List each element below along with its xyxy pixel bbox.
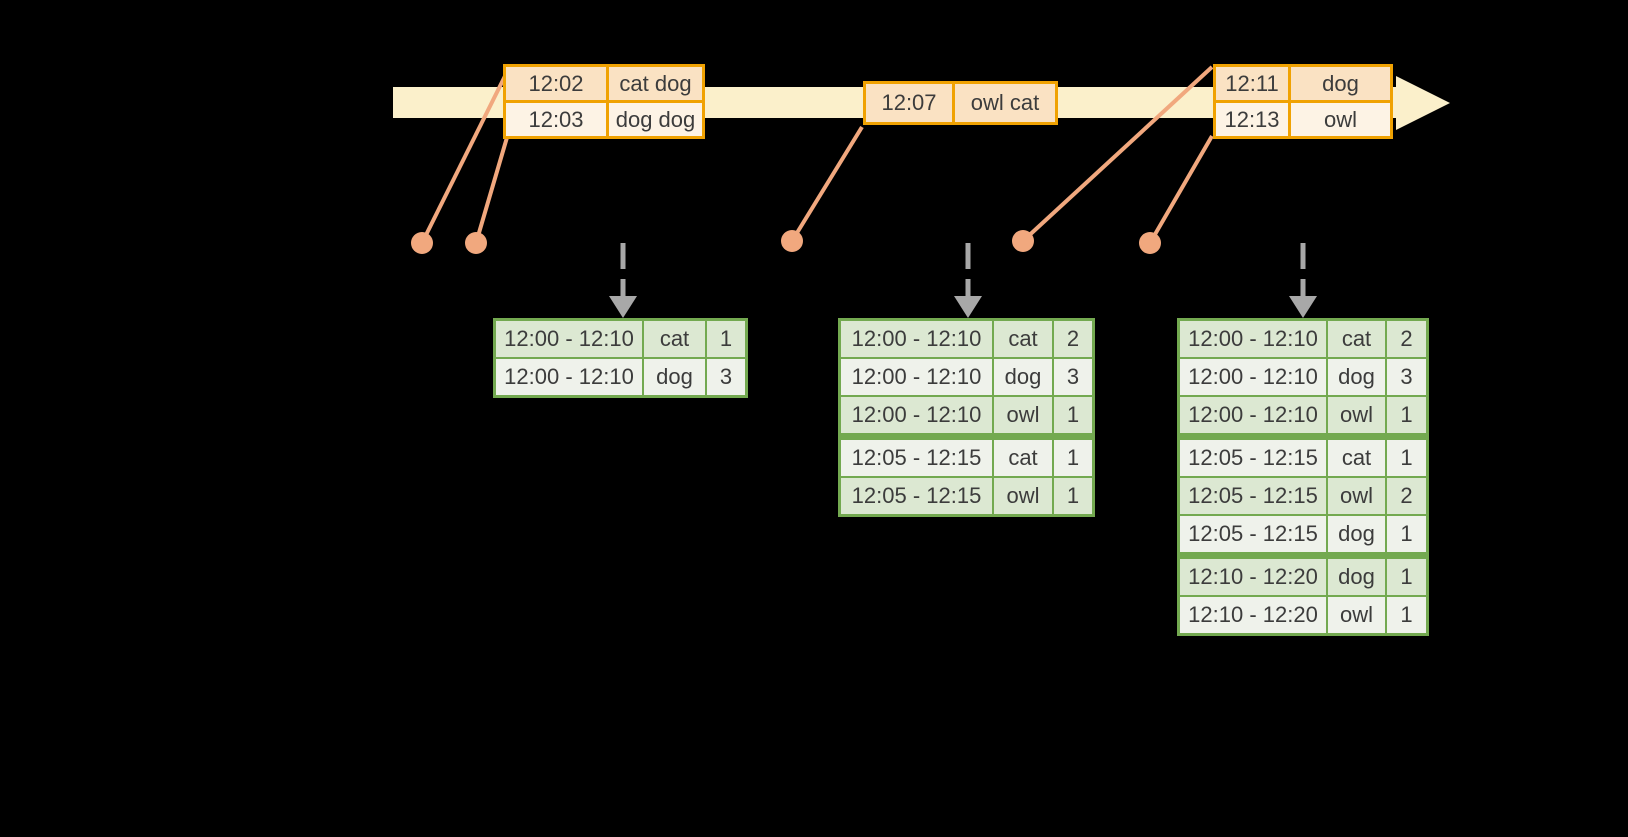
count-cell: 1 (1054, 478, 1092, 514)
count-cell: 2 (1387, 321, 1426, 357)
window-cell: 12:05 - 12:15 (1180, 516, 1326, 552)
window-group-separator (1180, 554, 1426, 557)
trigger-arrowhead-icon (954, 296, 982, 318)
window-cell: 12:00 - 12:10 (1180, 397, 1326, 433)
connector-line (790, 125, 864, 243)
window-cell: 12:00 - 12:10 (1180, 359, 1326, 395)
result-table-3: 12:00 - 12:10 cat 2 12:00 - 12:10 dog 3 … (1177, 318, 1429, 636)
event-time-cell: 12:02 (506, 67, 606, 100)
window-cell: 12:05 - 12:15 (841, 478, 992, 514)
window-cell: 12:05 - 12:15 (1180, 478, 1326, 514)
event-time-cell: 12:03 (506, 103, 606, 136)
word-cell: owl (994, 478, 1052, 514)
window-cell: 12:10 - 12:20 (1180, 559, 1326, 595)
event-dot-icon (1012, 230, 1034, 252)
event-table-1: 12:02 cat dog 12:03 dog dog (503, 64, 705, 139)
count-cell: 1 (1387, 516, 1426, 552)
word-cell: cat (644, 321, 705, 357)
word-cell: dog (644, 359, 705, 395)
count-cell: 2 (1054, 321, 1092, 357)
result-table-2: 12:00 - 12:10 cat 2 12:00 - 12:10 dog 3 … (838, 318, 1095, 517)
word-cell: dog (1328, 559, 1385, 595)
connector-line (1021, 65, 1214, 243)
word-cell: cat (1328, 440, 1385, 476)
event-words-cell: dog (1291, 67, 1390, 100)
result-table-1: 12:00 - 12:10 cat 1 12:00 - 12:10 dog 3 (493, 318, 748, 398)
event-dot-icon (1139, 232, 1161, 254)
event-words-cell: dog dog (609, 103, 702, 136)
event-table-3: 12:11 dog 12:13 owl (1213, 64, 1393, 139)
count-cell: 1 (1054, 440, 1092, 476)
window-cell: 12:00 - 12:10 (841, 321, 992, 357)
window-group-separator (1180, 435, 1426, 438)
event-words-cell: cat dog (609, 67, 702, 100)
event-table-2: 12:07 owl cat (863, 81, 1058, 125)
count-cell: 1 (1387, 440, 1426, 476)
window-cell: 12:05 - 12:15 (841, 440, 992, 476)
word-cell: dog (994, 359, 1052, 395)
count-cell: 1 (1387, 397, 1426, 433)
word-cell: owl (1328, 478, 1385, 514)
event-time-cell: 12:07 (866, 84, 952, 122)
event-words-cell: owl cat (955, 84, 1055, 122)
event-dot-icon (411, 232, 433, 254)
trigger-arrowhead-icon (1289, 296, 1317, 318)
window-cell: 12:00 - 12:10 (496, 359, 642, 395)
window-cell: 12:00 - 12:10 (841, 359, 992, 395)
event-time-cell: 12:11 (1216, 67, 1288, 100)
window-cell: 12:00 - 12:10 (496, 321, 642, 357)
count-cell: 1 (707, 321, 745, 357)
window-group-separator (841, 435, 1092, 438)
window-cell: 12:05 - 12:15 (1180, 440, 1326, 476)
window-cell: 12:10 - 12:20 (1180, 597, 1326, 633)
count-cell: 3 (707, 359, 745, 395)
word-cell: cat (994, 321, 1052, 357)
window-cell: 12:00 - 12:10 (841, 397, 992, 433)
word-cell: owl (1328, 597, 1385, 633)
word-cell: owl (994, 397, 1052, 433)
word-cell: dog (1328, 359, 1385, 395)
trigger-arrowhead-icon (609, 296, 637, 318)
word-cell: owl (1328, 397, 1385, 433)
event-time-cell: 12:13 (1216, 103, 1288, 136)
count-cell: 2 (1387, 478, 1426, 514)
word-cell: cat (994, 440, 1052, 476)
window-cell: 12:00 - 12:10 (1180, 321, 1326, 357)
count-cell: 3 (1054, 359, 1092, 395)
event-dot-icon (781, 230, 803, 252)
event-words-cell: owl (1291, 103, 1390, 136)
word-cell: cat (1328, 321, 1385, 357)
connector-line (420, 67, 511, 244)
count-cell: 1 (1387, 597, 1426, 633)
event-dot-icon (465, 232, 487, 254)
count-cell: 1 (1387, 559, 1426, 595)
timeline-arrowhead-icon (1396, 76, 1450, 130)
connector-line (1148, 134, 1214, 245)
count-cell: 1 (1054, 397, 1092, 433)
count-cell: 3 (1387, 359, 1426, 395)
word-cell: dog (1328, 516, 1385, 552)
